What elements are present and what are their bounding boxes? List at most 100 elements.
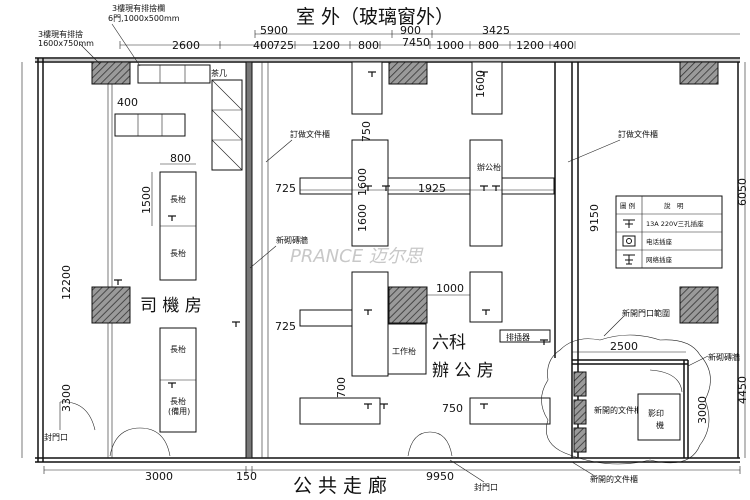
columns [91,61,719,324]
dim-800-bench: 800 [170,152,191,165]
new-door-range-label: 新開門口範圍 [622,308,670,318]
legend-header-icon: 圖 例 [620,201,635,210]
dim-3000-v: 3000 [696,396,709,424]
bench-label-3: 長枱 [170,344,186,354]
bench-label-4b: (備用) [168,406,190,416]
socket-symbol-icon [480,71,488,77]
note-window-a: 3樓現有排捨欄 [112,3,165,13]
socket-symbol-icon [540,339,548,345]
dim-400a: 400 [253,39,274,52]
dim-7450: 7450 [402,36,430,49]
dim-400-left: 400 [117,96,138,109]
side-dimensions: 12200 3300 400 9150 6050 4450 [21,62,749,458]
network-socket-icon [623,254,635,265]
annotations-top-left: 3樓現有排捨 1600x750mm 3樓現有排捨欄 6門,1000x500mm [38,3,180,67]
socket-symbol-icon [482,309,490,315]
socket-symbol-icon [364,185,372,191]
socket-symbol-icon [380,403,388,409]
new-brick-wall-2-label: 新砌磚牆 [708,352,740,362]
legend-table: 圖 例 說 明 13A 220V三孔插座 电话插座 网络插座 [615,195,723,269]
seal-door-bottom-label: 封門口 [474,482,498,492]
dim-1600-top: 1600 [474,70,487,98]
socket-symbol-icon [368,71,376,77]
driver-room: 茶几 長枱 長枱 長枱 長枱 (備用) 800 1500 司 機 房 封門口 [44,64,243,457]
seal-door-left-label: 封門口 [44,432,68,442]
dim-9150: 9150 [588,204,601,232]
dim-9950-bottom: 9950 [426,470,454,483]
exterior-walls [35,57,740,463]
legend-row-3-desc: 网络插座 [646,255,673,264]
dim-1600-v2: 1600 [356,204,369,232]
new-file-cabinet-2-label: 新開的文件櫃 [590,474,638,484]
work-desk-label: 工作枱 [392,346,416,356]
legend-header-desc: 說 明 [664,201,684,210]
legend-row-2-desc: 电话插座 [646,237,673,246]
dim-1200b: 1200 [516,39,544,52]
socket-symbol-icon [492,185,500,191]
bottom-dimensions: 3000 150 9950 [43,466,741,483]
dim-725-a: 725 [275,182,296,195]
note-window-b: 6門,1000x500mm [108,14,180,23]
note-ac-old-size: 1600x750mm [38,39,94,48]
tea-table-label: 茶几 [211,68,227,78]
custom-cabinet-left-label: 訂做文件櫃 [290,129,330,139]
dim-1500-bench: 1500 [140,186,153,214]
socket-symbol-icon [364,309,372,315]
dim-1600-v: 1600 [356,168,369,196]
socket-symbol-icon [232,321,240,327]
socket-symbol-icon [480,185,488,191]
dim-4450: 4450 [736,376,749,404]
note-ac-old: 3樓現有排捨 [38,29,83,39]
copier-area: 新開門口範圍 2500 新砌磚牆 新開的文件櫃 影印 機 3000 新開的文件櫃 [541,308,740,484]
socket-symbol-icon [168,215,176,221]
bench-label-2: 長枱 [170,248,186,258]
socket-symbol-icon [168,382,176,388]
printer-label: 排插器 [506,332,530,342]
socket-symbol-icon [480,403,488,409]
custom-cabinet-right-label: 訂做文件櫃 [618,129,658,139]
new-file-cabinet-label: 新開的文件櫃 [594,405,642,415]
dim-1925: 1925 [418,182,446,195]
new-brick-wall-label: 新砌磚牆 [276,235,308,245]
dim-1000: 1000 [436,282,464,295]
copier-label-1: 影印 [648,408,664,418]
dim-750-h: 750 [442,402,463,415]
office-room-label-1: 六科 [432,333,466,353]
dim-2500: 2500 [610,340,638,353]
dim-900: 900 [400,24,421,37]
dim-400b: 400 [553,39,574,52]
office-area: 訂做文件櫃 新砌磚牆 1600 辦公枱 750 1600 1600 725 19… [249,61,658,492]
socket-symbols [114,71,548,409]
dim-150-bottom: 150 [236,470,257,483]
dim-750-v: 750 [360,121,373,142]
socket-symbol-icon [114,279,122,285]
office-desk-label: 辦公枱 [477,162,501,172]
top-title: 室 外（玻璃窗外） [296,6,454,28]
dim-1000a: 1000 [436,39,464,52]
dim-800a: 800 [358,39,379,52]
legend-row-1-desc: 13A 220V三孔插座 [646,219,704,228]
dim-6050: 6050 [736,178,749,206]
dim-3425: 3425 [482,24,510,37]
dim-1200a: 1200 [312,39,340,52]
dim-5900: 5900 [260,24,288,37]
socket-symbol-icon [364,403,372,409]
office-room-label-2: 辦 公 房 [432,361,494,381]
dim-3000-bottom: 3000 [145,470,173,483]
bench-label-4: 長枱 [170,396,186,406]
copier-label-2: 機 [656,420,664,430]
watermark: PRANCE 迈尔思 [290,246,424,267]
socket-symbol-icon [382,185,390,191]
dim-800b: 800 [478,39,499,52]
driver-room-label: 司 機 房 [140,296,202,316]
top-dimensions: 5900 900 3425 2600 400 725 1200 800 7450… [119,24,740,52]
dim-2600: 2600 [172,39,200,52]
dim-12200: 12200 [60,265,73,300]
bench-label-1: 長枱 [170,194,186,204]
phone-socket-icon [622,235,636,247]
bottom-title: 公 共 走 廊 [293,475,387,497]
dim-725: 725 [273,39,294,52]
dim-725-b: 725 [275,320,296,333]
dim-700: 700 [335,377,348,398]
